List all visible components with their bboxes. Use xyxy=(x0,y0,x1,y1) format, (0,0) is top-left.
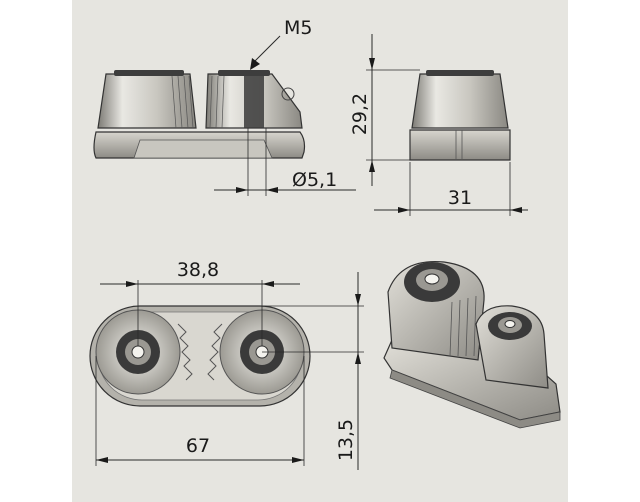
isometric-view xyxy=(383,260,561,429)
top-view xyxy=(89,272,364,470)
height-label: 29,2 xyxy=(349,93,371,135)
front-view xyxy=(93,35,356,196)
thread-label: M5 xyxy=(284,17,312,39)
width-label: 31 xyxy=(448,187,472,209)
hole-diameter-label: Ø5,1 xyxy=(292,169,337,191)
side-view xyxy=(366,34,528,216)
base-height-label: 13,5 xyxy=(335,419,357,461)
hole-spacing-label: 38,8 xyxy=(177,259,219,281)
length-label: 67 xyxy=(186,435,210,457)
